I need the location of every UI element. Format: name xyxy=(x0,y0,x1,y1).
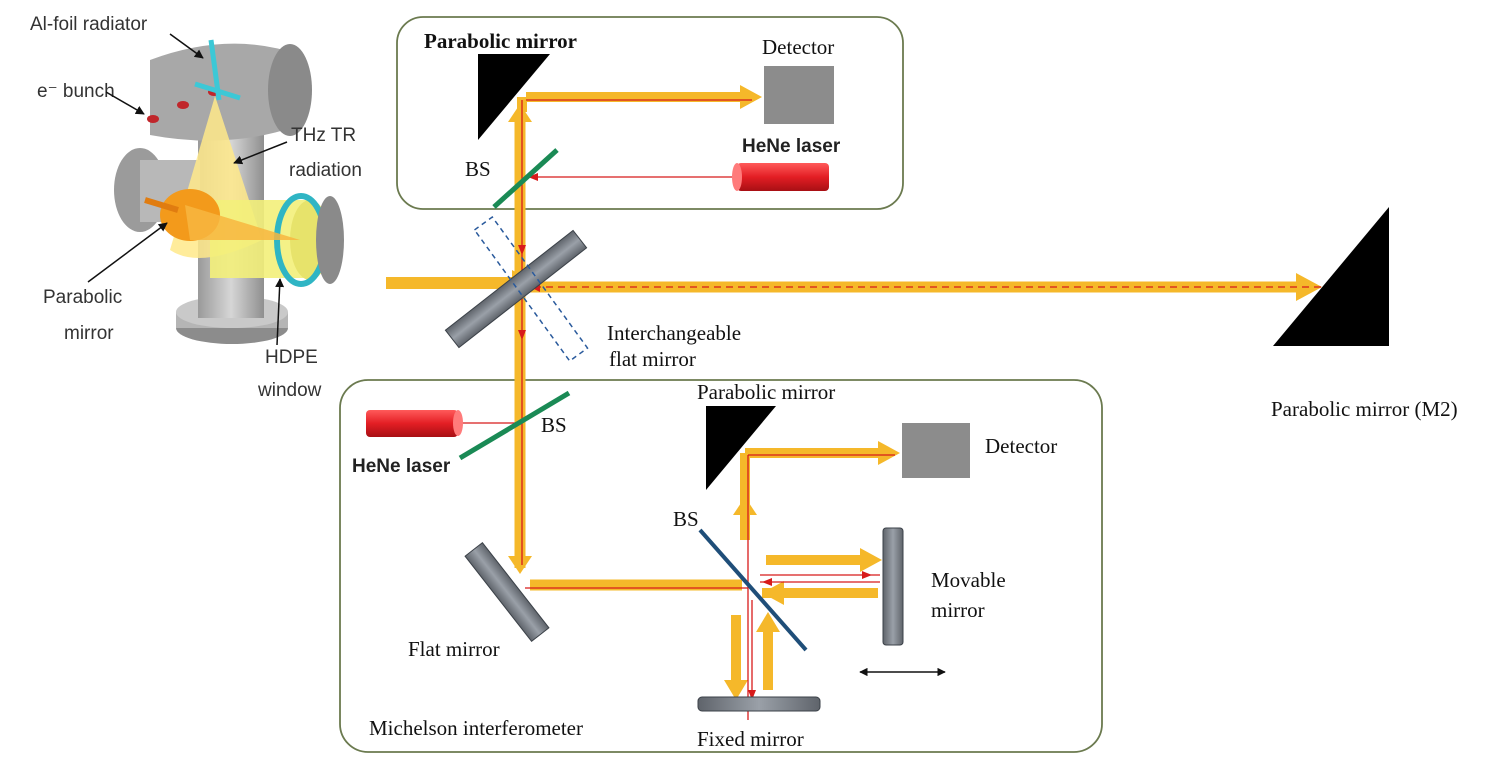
diagram-labels: Parabolic mirror Detector HeNe laser BS … xyxy=(352,29,1458,751)
top-laser-aperture xyxy=(732,163,742,191)
bottom-parabolic-mirror xyxy=(706,406,776,490)
hdpe-pointer xyxy=(275,278,285,346)
parabolic-label: Parabolic xyxy=(43,287,122,308)
e-bunch-dot-2 xyxy=(177,101,189,109)
laser-arrowheads xyxy=(518,173,872,700)
michelson-box xyxy=(339,379,1103,753)
bottom-parabolic-mirror-label: Parabolic mirror xyxy=(697,380,835,404)
parabolic-pointer xyxy=(87,222,168,283)
parabolic-mirror-m2-label: Parabolic mirror (M2) xyxy=(1271,397,1458,421)
bottom-detector-label: Detector xyxy=(985,434,1057,458)
top-hene-laser xyxy=(737,163,829,191)
movable-mirror-label-line2: mirror xyxy=(931,598,985,622)
interchangeable-mirror-alt-position xyxy=(473,215,589,363)
laser-arrow-4 xyxy=(518,330,526,340)
chamber-top-port xyxy=(268,44,312,136)
vacuum-chamber-illustration xyxy=(114,39,344,344)
bottom-hene-laser xyxy=(366,410,458,437)
mirror-label: mirror xyxy=(64,323,114,344)
parabolic-mirror-m2 xyxy=(1273,207,1389,346)
radiation-label: radiation xyxy=(289,160,362,181)
thz-tr-label: THz TR xyxy=(291,125,356,146)
bottom-left-bs-label: BS xyxy=(541,413,567,437)
e-bunch-pointer xyxy=(105,91,145,115)
top-bs-label: BS xyxy=(465,157,491,181)
right-flange xyxy=(316,196,344,284)
movable-mirror xyxy=(882,527,904,646)
top-beam-splitter xyxy=(492,148,559,209)
laser-arrow-1 xyxy=(528,173,538,181)
fixed-arrowhead xyxy=(724,680,748,700)
internal-beam xyxy=(185,205,300,240)
fixed-return-arrowhead xyxy=(756,612,780,632)
al-foil-radiator-label: Al-foil radiator xyxy=(30,14,148,35)
e-bunch-label: e⁻ bunch xyxy=(37,81,115,102)
top-hene-laser-label: HeNe laser xyxy=(742,136,841,157)
up-arrowhead xyxy=(508,104,532,122)
fixed-mirror xyxy=(697,696,821,712)
laser-arrow-6 xyxy=(762,578,772,586)
top-parabolic-mirror xyxy=(478,54,550,140)
fixed-mirror-label: Fixed mirror xyxy=(697,727,804,751)
thz-pointer xyxy=(233,141,288,165)
michelson-interferometer-label: Michelson interferometer xyxy=(369,716,583,740)
al-foil-plate xyxy=(194,81,241,101)
bottom-laser-aperture xyxy=(453,410,463,436)
movable-arrowhead xyxy=(860,548,882,572)
bottom-detector-arrowhead xyxy=(878,441,900,465)
laser-arrow-7 xyxy=(748,690,756,700)
michelson-bs-label: BS xyxy=(673,507,699,531)
top-detector xyxy=(764,66,834,124)
laser-arrow-5 xyxy=(862,571,872,579)
movable-return-arrowhead xyxy=(762,581,784,605)
top-detector-label: Detector xyxy=(762,35,834,59)
window-label: window xyxy=(257,380,322,401)
interchangeable-flat-mirror xyxy=(444,229,588,349)
e-bunch-dot-1 xyxy=(147,115,159,123)
bottom-hene-laser-label: HeNe laser xyxy=(352,456,451,477)
top-detector-arrowhead xyxy=(740,85,762,109)
flat-mirror xyxy=(464,541,550,643)
bottom-left-beam-splitter xyxy=(458,390,571,461)
michelson-beam-splitter xyxy=(698,528,808,652)
hdpe-label: HDPE xyxy=(265,347,318,368)
laser-arrow-2 xyxy=(518,245,526,255)
chamber-labels: Al-foil radiator e⁻ bunch THz TR radiati… xyxy=(30,14,362,401)
down-arrowhead xyxy=(508,556,532,574)
top-interferometer-box xyxy=(396,16,904,210)
flat-mirror-label: Flat mirror xyxy=(408,637,500,661)
bottom-detector xyxy=(902,423,970,478)
parabolic-up-arrowhead xyxy=(733,497,757,515)
top-parabolic-mirror-label: Parabolic mirror xyxy=(424,29,577,53)
movable-mirror-label-line1: Movable xyxy=(931,568,1006,592)
interchangeable-label-line2: flat mirror xyxy=(609,347,696,371)
mirror-holder xyxy=(144,197,179,213)
interchangeable-label-line1: Interchangeable xyxy=(607,321,741,345)
al-foil-pointer xyxy=(169,33,204,59)
